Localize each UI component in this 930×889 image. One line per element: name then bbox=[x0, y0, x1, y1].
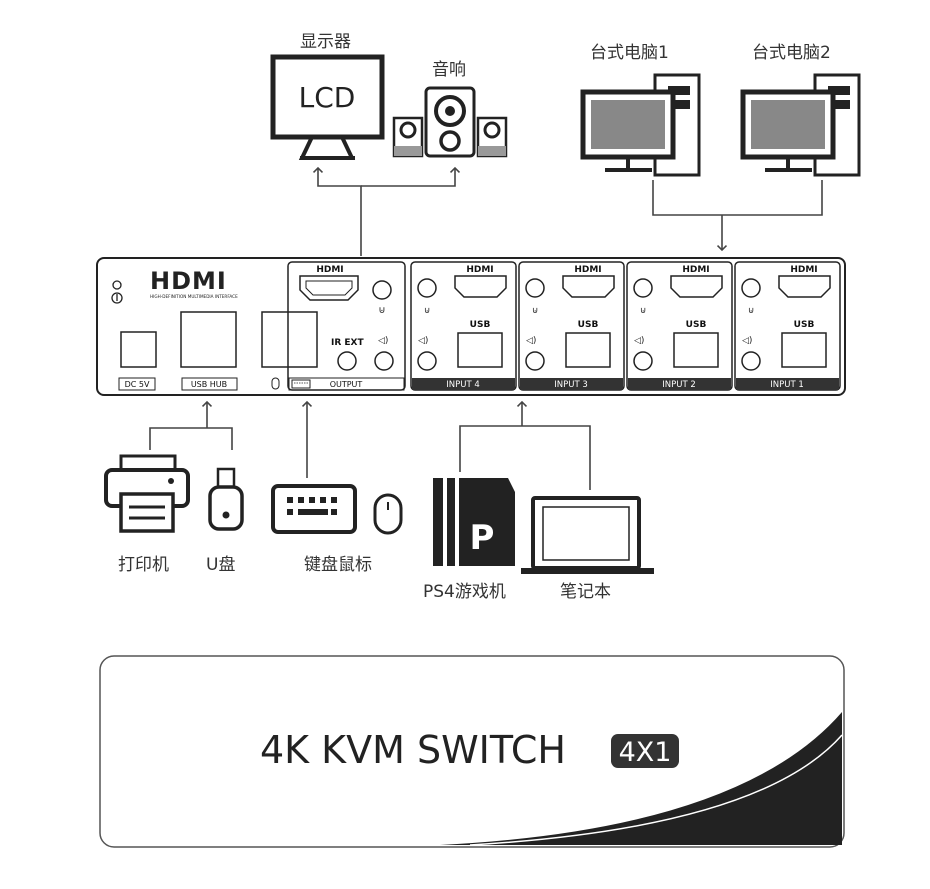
speaker-icon: 音响 bbox=[392, 60, 508, 158]
input3-usb-label: USB bbox=[578, 320, 599, 330]
keyboard-icon bbox=[271, 484, 357, 534]
input1-audio-jack bbox=[741, 351, 761, 371]
input2-mic-jack bbox=[633, 278, 653, 298]
speaker-label: 音响 bbox=[432, 60, 466, 80]
mouse-icon bbox=[373, 493, 403, 535]
input4-hdmi-port bbox=[454, 275, 507, 298]
keyboard-small-icon bbox=[291, 379, 311, 389]
monitor-screen-text: LCD bbox=[299, 81, 356, 114]
input3-hdmi-port bbox=[562, 275, 615, 298]
usb-drive-icon: U盘 bbox=[206, 467, 244, 575]
svg-text:⊍: ⊍ bbox=[748, 306, 755, 316]
lcd-monitor-icon: 显示器 LCD bbox=[270, 32, 385, 160]
product-badge-bg bbox=[611, 734, 679, 768]
input4-section-name: INPUT 4 bbox=[446, 380, 480, 390]
svg-text:◁): ◁) bbox=[526, 336, 536, 346]
svg-text:⊍: ⊍ bbox=[640, 306, 647, 316]
ir-ext-jack bbox=[337, 351, 357, 371]
ps4-label: PS4游戏机 bbox=[423, 582, 506, 602]
product-banner: 4K KVM SWITCH 4X1 bbox=[99, 655, 845, 848]
ps4-console-icon: P PS4游戏机 bbox=[423, 478, 515, 602]
input1-usb-port bbox=[781, 332, 827, 368]
laptop-label: 笔记本 bbox=[560, 582, 611, 602]
output-section: HDMI ⊍ IR EXT ◁) OUTPUT bbox=[287, 261, 406, 391]
keyboard-mouse-label: 键盘鼠标 bbox=[304, 555, 372, 575]
svg-text:⊍: ⊍ bbox=[532, 306, 539, 316]
input2-audio-jack bbox=[633, 351, 653, 371]
input1-usb-label: USB bbox=[794, 320, 815, 330]
input3-hdmi-label: HDMI bbox=[574, 265, 601, 275]
monitor-label: 显示器 bbox=[300, 32, 351, 52]
input-1-section: HDMI ⊍ ◁) USB INPUT 1 bbox=[734, 261, 841, 391]
output-hdmi-port bbox=[299, 275, 359, 301]
ground-icon bbox=[111, 292, 123, 304]
output-audio-jack bbox=[374, 351, 394, 371]
product-badge: 4X1 bbox=[619, 737, 672, 768]
input3-audio-jack bbox=[525, 351, 545, 371]
desktop-pc-1-icon: 台式电脑1 bbox=[580, 43, 701, 177]
desktop-pc-2-icon: 台式电脑2 bbox=[740, 43, 861, 177]
output-hdmi-label: HDMI bbox=[316, 265, 343, 275]
km-usb-port bbox=[261, 311, 318, 368]
dc-label: DC 5V bbox=[125, 380, 150, 389]
pc1-label: 台式电脑1 bbox=[590, 43, 669, 63]
input2-hdmi-port bbox=[670, 275, 723, 298]
svg-text:◁): ◁) bbox=[634, 336, 644, 346]
laptop-icon: 笔记本 bbox=[521, 496, 654, 602]
product-title: 4K KVM SWITCH bbox=[260, 728, 566, 772]
input3-section-name: INPUT 3 bbox=[554, 380, 588, 390]
svg-text:⊍: ⊍ bbox=[424, 306, 431, 316]
input2-section-name: INPUT 2 bbox=[662, 380, 696, 390]
input4-hdmi-label: HDMI bbox=[466, 265, 493, 275]
input4-audio-jack bbox=[417, 351, 437, 371]
output-section-name: OUTPUT bbox=[330, 380, 363, 389]
output-ir-ext-label: IR EXT bbox=[331, 338, 364, 348]
printer-label: 打印机 bbox=[118, 555, 169, 575]
input-3-section: HDMI ⊍ ◁) USB INPUT 3 bbox=[518, 261, 625, 391]
usb-hub-port bbox=[180, 311, 237, 368]
input1-section-name: INPUT 1 bbox=[770, 380, 804, 390]
mouse-small-icon bbox=[271, 377, 280, 390]
svg-text:◁): ◁) bbox=[742, 336, 752, 346]
hdmi-logo-sub: HIGH-DEFINITION MULTIMEDIA INTERFACE bbox=[150, 294, 238, 299]
usb-hub-label: USB HUB bbox=[191, 380, 227, 389]
dc-port bbox=[120, 331, 157, 368]
input2-hdmi-label: HDMI bbox=[682, 265, 709, 275]
input4-mic-jack bbox=[417, 278, 437, 298]
input1-mic-jack bbox=[741, 278, 761, 298]
hdmi-logo: HDMI bbox=[150, 267, 227, 295]
input2-usb-port bbox=[673, 332, 719, 368]
svg-text:◁): ◁) bbox=[418, 336, 428, 346]
speaker-small-icon: ◁) bbox=[378, 336, 388, 346]
input3-mic-jack bbox=[525, 278, 545, 298]
printer-icon: 打印机 bbox=[104, 454, 190, 575]
ps4-logo-text: P bbox=[470, 518, 495, 558]
input4-usb-label: USB bbox=[470, 320, 491, 330]
pc2-label: 台式电脑2 bbox=[752, 43, 831, 63]
input-2-section: HDMI ⊍ ◁) USB INPUT 2 bbox=[626, 261, 733, 391]
input-4-section: HDMI ⊍ ◁) USB INPUT 4 bbox=[410, 261, 517, 391]
power-led-icon bbox=[112, 280, 122, 290]
input1-hdmi-label: HDMI bbox=[790, 265, 817, 275]
output-mic-jack bbox=[372, 280, 392, 300]
udisk-label: U盘 bbox=[206, 555, 235, 575]
input4-usb-port bbox=[457, 332, 503, 368]
input1-hdmi-port bbox=[778, 275, 831, 298]
kvm-switch-back-panel: HDMI HIGH-DEFINITION MULTIMEDIA INTERFAC… bbox=[96, 257, 846, 396]
mic-icon: ⊍ bbox=[378, 305, 385, 316]
input2-usb-label: USB bbox=[686, 320, 707, 330]
input3-usb-port bbox=[565, 332, 611, 368]
